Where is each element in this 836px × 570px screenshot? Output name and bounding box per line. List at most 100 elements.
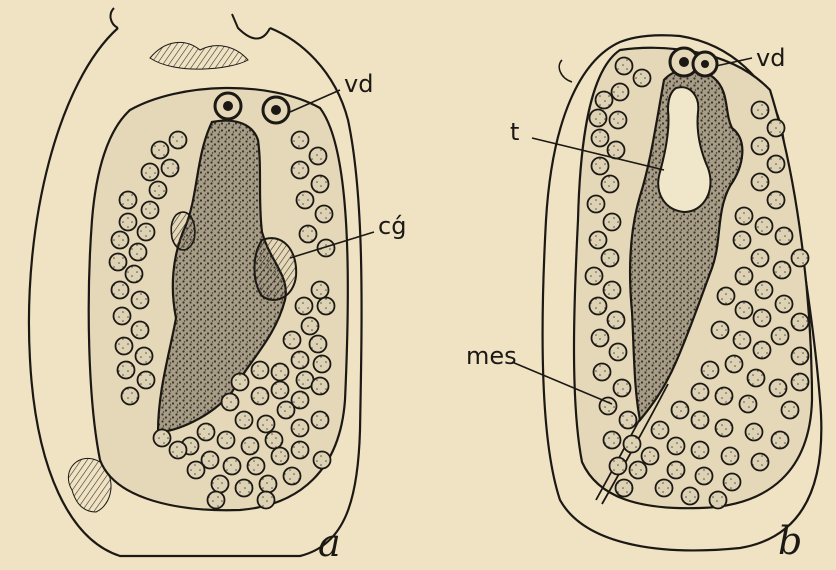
cell bbox=[300, 226, 317, 243]
cell bbox=[592, 158, 609, 175]
cell bbox=[792, 374, 809, 391]
panel-a-ganglion bbox=[255, 238, 297, 300]
cell bbox=[734, 232, 751, 249]
cell bbox=[292, 162, 309, 179]
cell bbox=[312, 378, 329, 395]
cell bbox=[208, 492, 225, 509]
panel-a bbox=[29, 8, 374, 556]
cell bbox=[586, 268, 603, 285]
cell bbox=[594, 364, 611, 381]
cell bbox=[297, 192, 314, 209]
cell bbox=[608, 142, 625, 159]
cell bbox=[624, 436, 641, 453]
cell bbox=[314, 356, 331, 373]
cell bbox=[782, 402, 799, 419]
cell bbox=[620, 412, 637, 429]
cell bbox=[724, 474, 741, 491]
cell bbox=[588, 196, 605, 213]
cell bbox=[634, 70, 651, 87]
cell bbox=[768, 156, 785, 173]
cell bbox=[120, 192, 137, 209]
cell bbox=[310, 336, 327, 353]
cell bbox=[292, 420, 309, 437]
panel-b-outer-edge bbox=[559, 60, 572, 82]
cell bbox=[656, 480, 673, 497]
cell bbox=[772, 432, 789, 449]
cell bbox=[668, 462, 685, 479]
cell bbox=[754, 342, 771, 359]
cell bbox=[236, 480, 253, 497]
cell bbox=[590, 110, 607, 127]
cell bbox=[592, 130, 609, 147]
cell bbox=[710, 492, 727, 509]
panel-b-label: b bbox=[778, 522, 802, 560]
cell bbox=[652, 422, 669, 439]
cell bbox=[252, 388, 269, 405]
cell bbox=[170, 442, 187, 459]
cell bbox=[590, 298, 607, 315]
cell bbox=[776, 296, 793, 313]
cell bbox=[278, 402, 295, 419]
cell bbox=[258, 492, 275, 509]
cell bbox=[746, 424, 763, 441]
cell bbox=[614, 380, 631, 397]
cell bbox=[682, 488, 699, 505]
cell bbox=[292, 442, 309, 459]
cell bbox=[616, 58, 633, 75]
cell bbox=[114, 308, 131, 325]
cell bbox=[122, 388, 139, 405]
cell bbox=[756, 218, 773, 235]
cell bbox=[170, 132, 187, 149]
cell bbox=[198, 424, 215, 441]
cell bbox=[150, 182, 167, 199]
cell bbox=[752, 102, 769, 119]
cell bbox=[132, 292, 149, 309]
label-a-vd: vd bbox=[344, 72, 373, 96]
cell bbox=[152, 142, 169, 159]
cell bbox=[138, 224, 155, 241]
cell bbox=[630, 462, 647, 479]
cell bbox=[604, 432, 621, 449]
cell bbox=[272, 364, 289, 381]
cell bbox=[292, 352, 309, 369]
cell bbox=[792, 250, 809, 267]
cell bbox=[258, 416, 275, 433]
cell bbox=[770, 380, 787, 397]
cell bbox=[616, 480, 633, 497]
cell bbox=[768, 120, 785, 137]
cell bbox=[112, 282, 129, 299]
cell bbox=[232, 374, 249, 391]
cell bbox=[736, 208, 753, 225]
cell bbox=[132, 322, 149, 339]
cell bbox=[792, 348, 809, 365]
label-b-vd: vd bbox=[756, 46, 785, 70]
cell bbox=[610, 344, 627, 361]
cell bbox=[314, 452, 331, 469]
cell bbox=[242, 438, 259, 455]
cell bbox=[284, 468, 301, 485]
cell bbox=[610, 112, 627, 129]
cell bbox=[272, 448, 289, 465]
cell bbox=[752, 250, 769, 267]
cell bbox=[692, 384, 709, 401]
cell bbox=[734, 332, 751, 349]
cell bbox=[748, 370, 765, 387]
cell bbox=[756, 282, 773, 299]
panel-b-vas-deferens bbox=[670, 48, 717, 76]
cell bbox=[716, 420, 733, 437]
cell bbox=[296, 298, 313, 315]
cell bbox=[312, 176, 329, 193]
cell bbox=[716, 388, 733, 405]
cell bbox=[142, 164, 159, 181]
cell bbox=[260, 476, 277, 493]
cell bbox=[110, 254, 127, 271]
cell bbox=[136, 348, 153, 365]
cell bbox=[696, 468, 713, 485]
cell bbox=[768, 192, 785, 209]
cell bbox=[222, 394, 239, 411]
cell bbox=[126, 266, 143, 283]
cell bbox=[612, 84, 629, 101]
cell bbox=[752, 174, 769, 191]
cell bbox=[592, 330, 609, 347]
cell bbox=[722, 448, 739, 465]
